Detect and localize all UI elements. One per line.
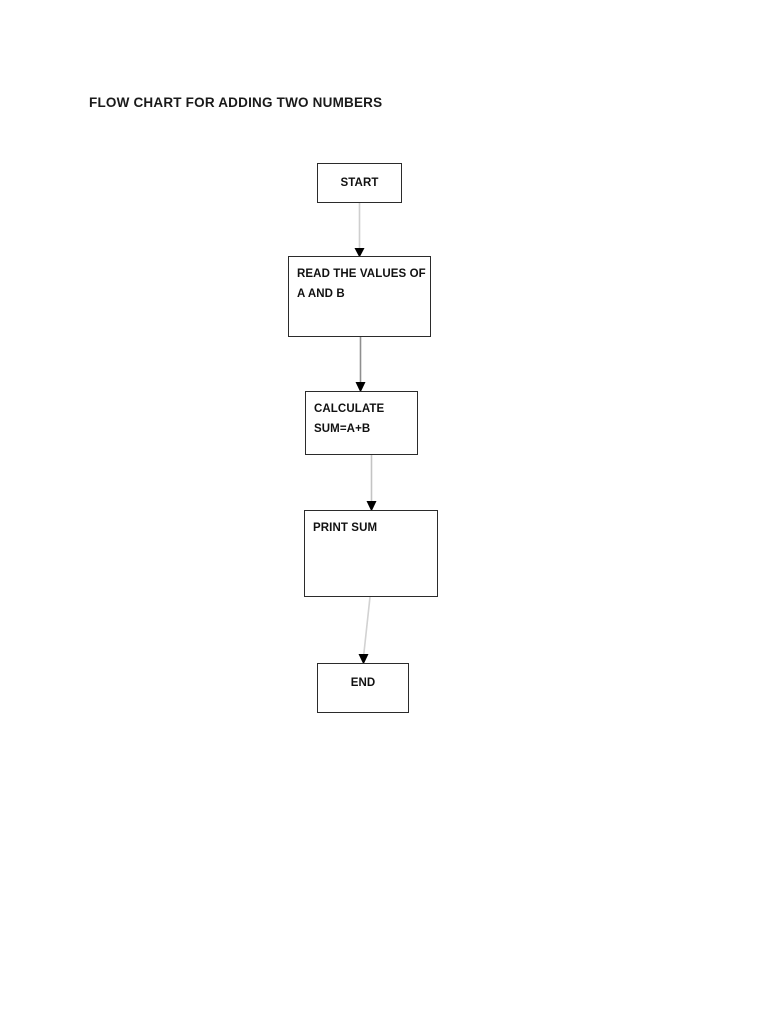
edge-start-read — [354, 203, 365, 258]
flow-node-read[interactable]: READ THE VALUES OF A AND B — [288, 256, 431, 337]
flow-node-print[interactable]: PRINT SUM — [304, 510, 438, 597]
flow-node-start[interactable]: START — [317, 163, 402, 203]
page-title: FLOW CHART FOR ADDING TWO NUMBERS — [89, 95, 383, 110]
flow-node-start-label: START — [340, 177, 379, 189]
edge-print-end — [358, 596, 371, 665]
edge-read-calculate — [355, 337, 366, 393]
flow-node-read-label: READ THE VALUES OF A AND B — [297, 268, 426, 300]
flow-node-calculate[interactable]: CALCULATE SUM=A+B — [305, 391, 418, 455]
flow-node-end-label: END — [350, 677, 376, 689]
flow-node-print-label: PRINT SUM — [313, 522, 378, 534]
flow-node-end[interactable]: END — [317, 663, 409, 713]
edge-calculate-print — [366, 455, 377, 512]
flow-node-calculate-label: CALCULATE SUM=A+B — [314, 403, 385, 435]
